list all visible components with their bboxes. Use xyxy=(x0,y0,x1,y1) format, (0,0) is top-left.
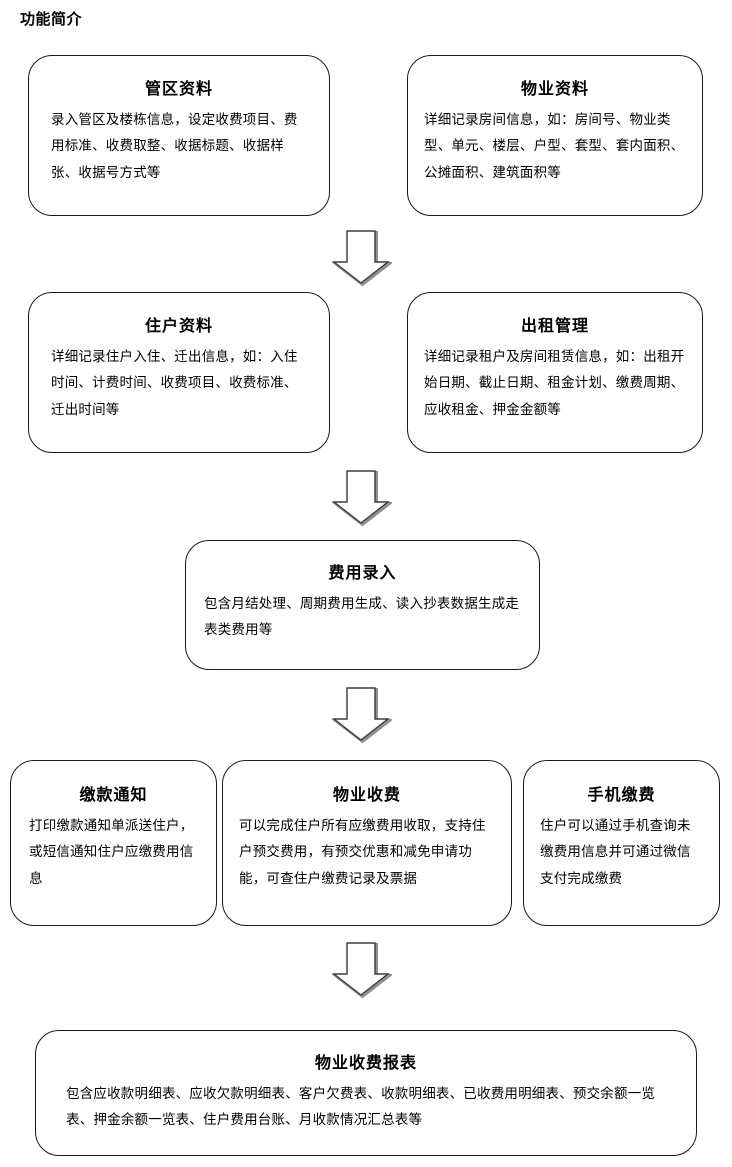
flow-node-rental-title: 出租管理 xyxy=(520,316,589,335)
flow-node-fee-entry-body: 包含月结处理、周期费用生成、读入抄表数据生成走表类费用等 xyxy=(204,596,520,639)
flow-node-rental[interactable]: 出租管理 详细记录租户及房间租赁信息，如：出租开始日期、截止日期、租金计划、缴费… xyxy=(407,292,703,453)
flow-node-mobile-payment-title: 手机缴费 xyxy=(587,785,656,804)
down-block-arrow-icon xyxy=(330,228,392,286)
flow-node-fee-entry-title: 费用录入 xyxy=(328,563,397,582)
page-title: 功能简介 xyxy=(20,10,83,28)
flow-node-district[interactable]: 管区资料 录入管区及楼栋信息，设定收费项目、费用标准、收费取整、收据标题、收据样… xyxy=(28,55,330,216)
flow-node-charging-report[interactable]: 物业收费报表 包含应收款明细表、应收欠款明细表、客户欠费表、收款明细表、已收费用… xyxy=(35,1030,697,1156)
flow-node-payment-notice-title: 缴款通知 xyxy=(79,785,148,804)
flow-node-payment-notice-body: 打印缴款通知单派送住户，或短信通知住户应缴费用信息 xyxy=(29,818,194,887)
flow-node-resident-title: 住户资料 xyxy=(144,316,213,335)
flow-node-property-charging[interactable]: 物业收费 可以完成住户所有应缴费用收取，支持住户预交费用，有预交优惠和减免申请功… xyxy=(222,760,512,926)
down-block-arrow-icon xyxy=(330,468,392,526)
flow-node-charging-report-body: 包含应收款明细表、应收欠款明细表、客户欠费表、收款明细表、已收费用明细表、预交余… xyxy=(66,1086,656,1129)
flow-node-district-body: 录入管区及楼栋信息，设定收费项目、费用标准、收费取整、收据标题、收据样张、收据号… xyxy=(51,112,298,181)
flow-node-fee-entry[interactable]: 费用录入 包含月结处理、周期费用生成、读入抄表数据生成走表类费用等 xyxy=(185,540,540,670)
flow-node-resident-body: 详细记录住户入住、迁出信息，如：入住时间、计费时间、收费项目、收费标准、迁出时间… xyxy=(51,349,298,418)
flow-node-mobile-payment[interactable]: 手机缴费 住户可以通过手机查询未缴费用信息并可通过微信支付完成缴费 xyxy=(523,760,720,926)
flow-node-property[interactable]: 物业资料 详细记录房间信息，如：房间号、物业类型、单元、楼层、户型、套型、套内面… xyxy=(407,55,703,216)
flow-node-mobile-payment-body: 住户可以通过手机查询未缴费用信息并可通过微信支付完成缴费 xyxy=(540,818,691,887)
flow-node-rental-body: 详细记录租户及房间租赁信息，如：出租开始日期、截止日期、租金计划、缴费周期、应收… xyxy=(424,349,685,418)
flow-node-property-charging-title: 物业收费 xyxy=(332,785,401,804)
flow-node-property-title: 物业资料 xyxy=(520,79,589,98)
flow-node-district-title: 管区资料 xyxy=(144,79,213,98)
flow-node-property-charging-body: 可以完成住户所有应缴费用收取，支持住户预交费用，有预交优惠和减免申请功能，可查住… xyxy=(239,818,486,887)
down-block-arrow-icon xyxy=(330,685,392,743)
flow-node-resident[interactable]: 住户资料 详细记录住户入住、迁出信息，如：入住时间、计费时间、收费项目、收费标准… xyxy=(28,292,330,453)
down-block-arrow-icon xyxy=(330,940,392,998)
flow-node-payment-notice[interactable]: 缴款通知 打印缴款通知单派送住户，或短信通知住户应缴费用信息 xyxy=(10,760,217,926)
flow-node-charging-report-title: 物业收费报表 xyxy=(314,1053,417,1072)
flow-node-property-body: 详细记录房间信息，如：房间号、物业类型、单元、楼层、户型、套型、套内面积、公摊面… xyxy=(424,112,685,181)
